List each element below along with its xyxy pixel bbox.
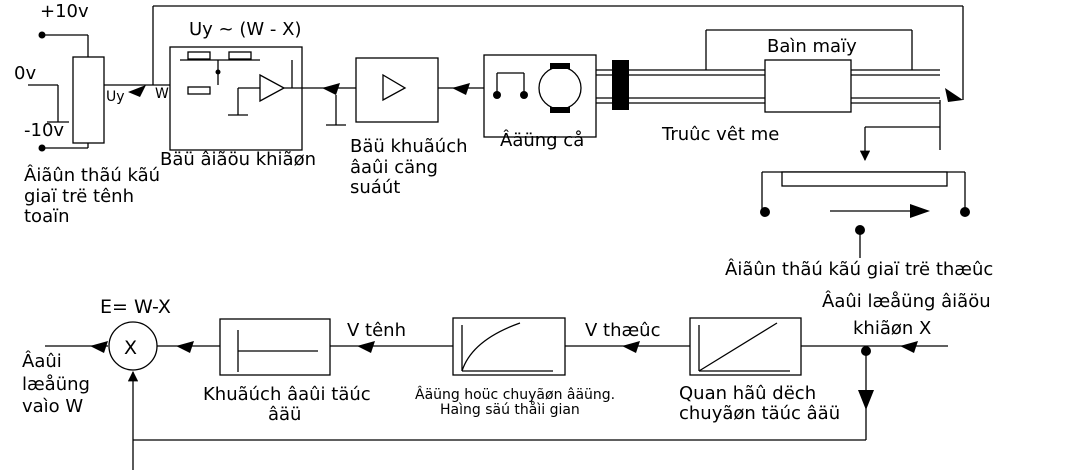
setpoint-potentiometer xyxy=(72,56,105,144)
v-calculated-label: V tênh xyxy=(347,320,406,341)
signal-arrow-output xyxy=(900,341,918,353)
machine-table-frame xyxy=(705,29,913,70)
controller-box xyxy=(169,46,303,151)
plus-10v-label: +10v xyxy=(40,1,89,22)
machine-table-label: Baìn maïy xyxy=(767,36,857,57)
bottom-feedback-wire xyxy=(127,351,874,470)
supply-wiring xyxy=(28,31,89,152)
v-actual-label: V thæûc xyxy=(585,320,660,341)
error-equation-label: E= W-X xyxy=(100,296,171,318)
uy-relation-label: Uy ~ (W - X) xyxy=(189,19,301,40)
uy-label: Uy xyxy=(106,89,125,105)
top-feedback-wire xyxy=(152,5,964,100)
displacement-speed-line xyxy=(698,322,790,372)
leadscrew-label: Truûc vêt me xyxy=(661,124,779,145)
speed-amplifier-curve xyxy=(237,330,318,372)
kinematics-label: Âäüng hoüc chuyãøn âäüng. Haìng säú thåì… xyxy=(415,385,620,418)
speed-amplifier-label: Khuãúch âaûi täúc âäü xyxy=(203,384,376,425)
actual-potentiometer-label: Âiãûn thãú kãú giaï trë thæûc xyxy=(725,258,993,280)
motor-label: Âäüng cå xyxy=(500,129,584,151)
kinematics-box xyxy=(452,317,566,376)
actual-value-potentiometer xyxy=(760,126,970,258)
displacement-speed-label: Quan hãû dëch chuyãøn täúc âäü xyxy=(679,383,840,424)
opamp-circuit xyxy=(180,51,302,116)
summing-junction-x: X xyxy=(124,337,137,359)
minus-10v-label: -10v xyxy=(24,120,64,141)
input-quantity-label: Âaûi læåüng vaìo W xyxy=(22,350,96,417)
power-amplifier-label: Bäü khuãúch âaûi cäng suáút xyxy=(350,136,473,198)
setpoint-potentiometer-label: Âiãûn thãú kãú giaï trë tênh toaïn xyxy=(24,164,166,227)
signal-arrow-junction xyxy=(176,341,194,353)
signal-arrow-ctrl xyxy=(322,83,340,95)
amplifier-symbol xyxy=(382,73,407,102)
signal-arrow-input xyxy=(90,341,108,353)
signal-arrow-vcalc xyxy=(357,341,375,353)
speed-amplifier-box xyxy=(219,318,331,376)
motor-symbol xyxy=(493,63,582,113)
signal-arrow-table xyxy=(945,88,963,102)
machine-table xyxy=(764,59,852,113)
signal-arrow-uy xyxy=(128,85,146,97)
zero-v-label: 0v xyxy=(14,63,36,84)
w-label: W xyxy=(155,86,169,102)
controlled-quantity-label: Âaûi læåüng âiãöu khiãøn X xyxy=(822,290,996,339)
kinematics-curve xyxy=(461,322,553,372)
signal-arrow-vactual xyxy=(622,341,640,353)
controller-label: Bäü âiãöu khiãøn xyxy=(160,149,316,170)
signal-arrow-amp xyxy=(452,83,470,95)
